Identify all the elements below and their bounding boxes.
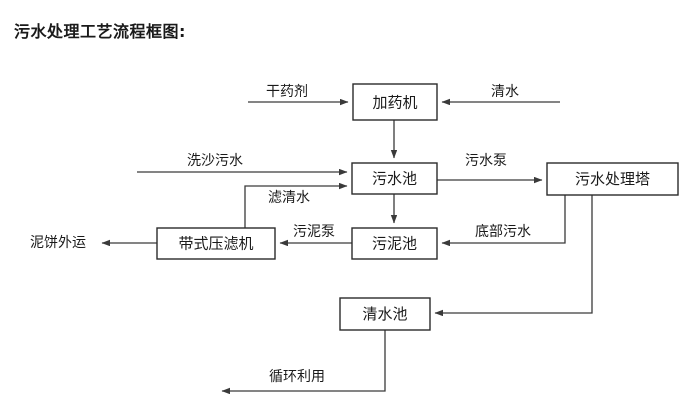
edge-label-filtrate: 滤清水: [268, 190, 310, 206]
node-label-clear-water-pool: 清水池: [362, 305, 407, 323]
page-title: 污水处理工艺流程框图:: [14, 22, 186, 41]
node-sludge-pool[interactable]: 污泥池: [351, 227, 438, 260]
node-treatment-tower[interactable]: 污水处理塔: [546, 162, 679, 196]
edge-recycle: [221, 330, 386, 395]
node-label-sludge-pool: 污泥池: [372, 235, 417, 253]
node-label-treatment-tower: 污水处理塔: [575, 170, 650, 188]
node-label-sewage-pool: 污水池: [372, 170, 417, 188]
edge-label-sewage-pump: 污水泵: [465, 153, 507, 169]
node-dosing-machine[interactable]: 加药机: [352, 83, 438, 121]
edge-label-dry-agent: 干药剂: [266, 84, 308, 100]
edge-label-sludge-pump: 污泥泵: [293, 224, 335, 240]
edge-label-clean-water: 清水: [491, 84, 519, 100]
edge-tower-to-clear: [434, 195, 593, 317]
node-label-dosing-machine: 加药机: [372, 94, 417, 112]
node-sewage-pool[interactable]: 污水池: [351, 162, 438, 195]
edge-label-sand-wash: 洗沙污水: [187, 153, 243, 169]
edge-label-mudcake-out: 泥饼外运: [30, 235, 86, 251]
edge-filtrate: [244, 182, 348, 228]
node-belt-filter-press[interactable]: 带式压滤机: [156, 227, 276, 260]
edge-bottom-sewage: [441, 195, 566, 247]
edge-label-bottom-sewage: 底部污水: [475, 224, 531, 240]
node-clear-water-pool[interactable]: 清水池: [339, 297, 431, 331]
edge-label-recycle: 循环利用: [269, 369, 325, 385]
node-label-belt-filter-press: 带式压滤机: [178, 235, 253, 253]
